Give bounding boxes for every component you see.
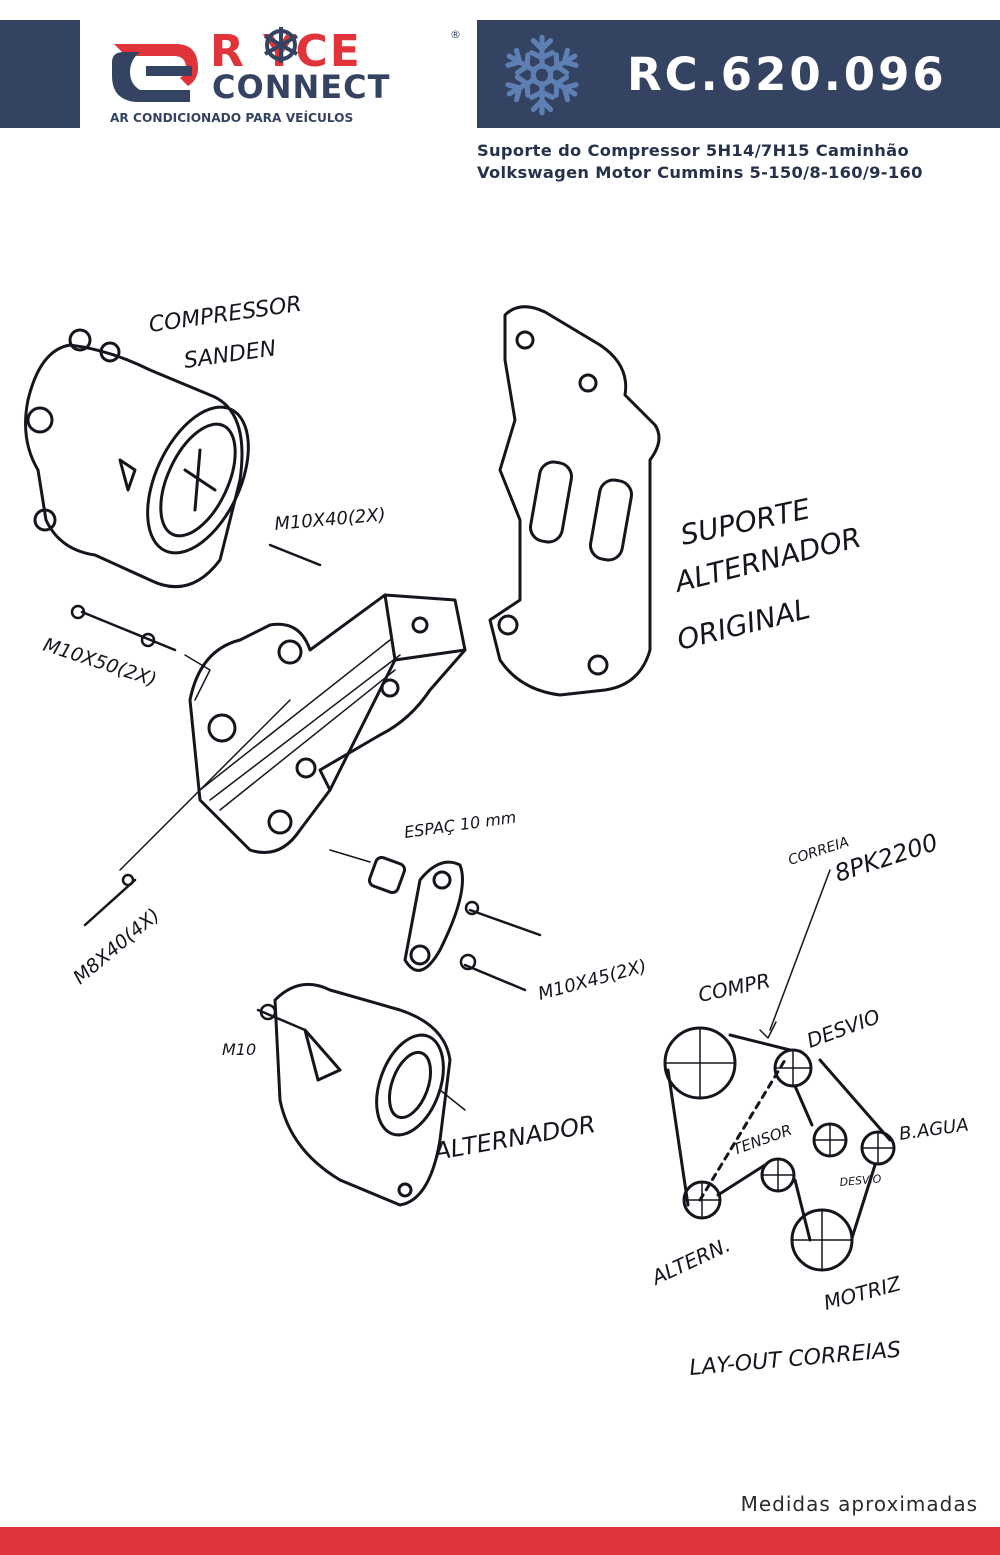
logo-emblem-icon [112, 44, 198, 102]
snowflake-icon [499, 34, 585, 118]
compressor-drawing [24, 328, 250, 589]
label-compressor: COMPRESSOR [147, 292, 303, 338]
product-code-banner: RC.620.096 [477, 20, 1000, 128]
description-line-1: Suporte do Compressor 5H14/7H15 Caminhão [477, 141, 909, 160]
description-line-2: Volkswagen Motor Cummins 5-150/8-160/9-1… [477, 163, 923, 182]
label-m10: M10 [222, 1040, 256, 1059]
label-desvio-small: DESVIO [839, 1172, 882, 1189]
label-m10x40: M10X40(2X) [274, 504, 387, 535]
label-compr: COMPR [696, 968, 772, 1007]
approximate-measures-note: Medidas aproximadas [740, 1492, 978, 1516]
alternator-drawing [273, 982, 452, 1207]
product-description: Suporte do Compressor 5H14/7H15 Caminhão… [477, 140, 987, 184]
technical-drawing: COMPRESSOR SANDEN M10X40(2X) SUPORTE ALT… [0, 270, 1000, 1410]
logo-name-top: R YCE [210, 26, 362, 77]
product-code: RC.620.096 [627, 48, 947, 101]
logo-tagline: AR CONDICIONADO PARA VEÍCULOS [110, 110, 353, 125]
label-espac: ESPAÇ 10 mm [403, 807, 517, 842]
leader-lines [119, 654, 831, 1111]
label-belt-code: 8PK2200 [831, 828, 941, 888]
label-b-agua: B.AGUA [898, 1114, 970, 1145]
label-altern: ALTERN. [646, 1232, 734, 1290]
compressor-bracket-drawing [188, 593, 467, 854]
alternator-bracket-drawing [488, 305, 661, 697]
label-m10x45: M10X45(2X) [536, 956, 649, 1005]
label-tensor: TENSOR [730, 1121, 794, 1159]
label-motriz: MOTRIZ [821, 1271, 904, 1315]
bolts-drawing [70, 543, 542, 1032]
label-original: ORIGINAL [674, 592, 813, 657]
logo-name-bottom: CONNECT [212, 68, 390, 106]
logo-registered: ® [450, 28, 461, 41]
belt-layout-diagram [663, 1026, 896, 1272]
royce-connect-logo: R YCE ® CONNECT AR CONDICIONADO PARA VEÍ… [106, 22, 466, 126]
logo-snowflake-icon [264, 27, 298, 63]
header-left-block [0, 20, 80, 128]
label-m8x40: M8X40(4X) [69, 904, 164, 989]
label-alternador: ALTERNADOR [430, 1110, 597, 1166]
label-sanden: SANDEN [182, 336, 277, 374]
spacer-plate-drawing [367, 855, 464, 972]
label-desvio: DESVIO [804, 1004, 884, 1053]
footer-bar [0, 1527, 1000, 1555]
label-layout: LAY-OUT CORREIAS [688, 1338, 902, 1381]
